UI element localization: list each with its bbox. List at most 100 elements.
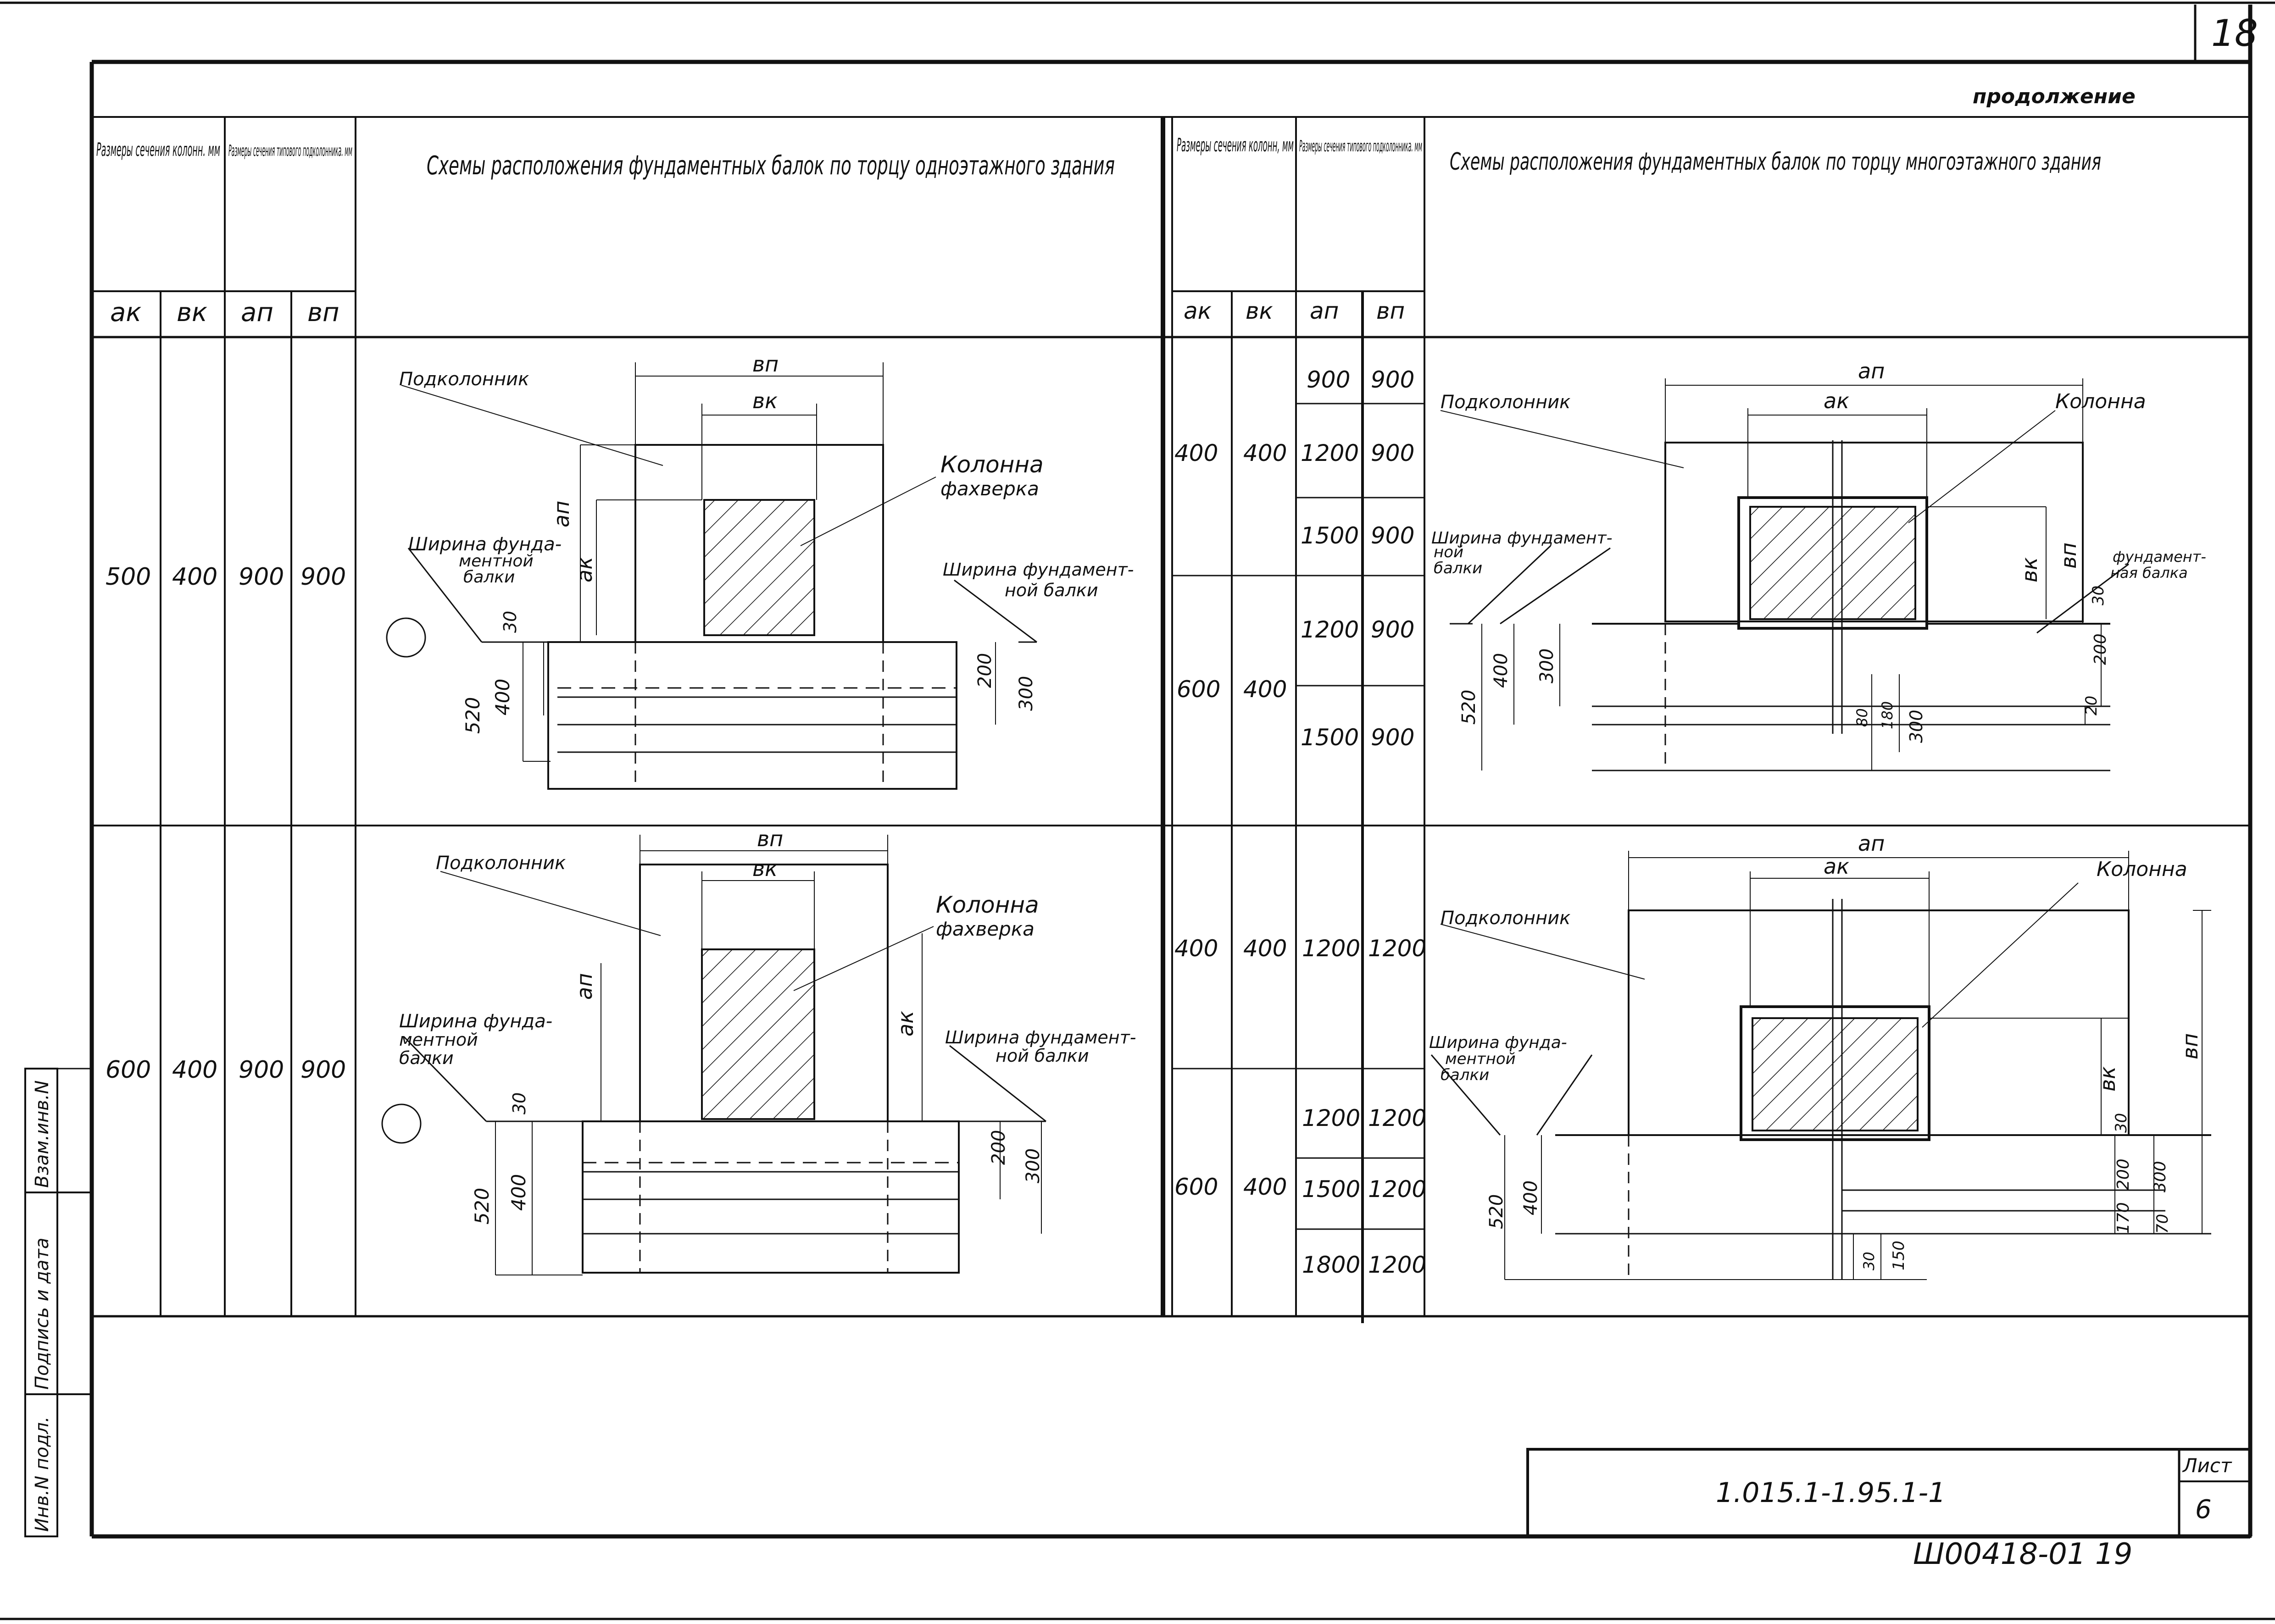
right-col-an: ап xyxy=(1310,298,1339,324)
podkolonnik-label: Подколонник xyxy=(1441,908,1570,929)
width-beam-label-b: ной xyxy=(1434,543,1463,561)
continuation-label: продолжение xyxy=(1973,85,2136,108)
fund-beam-label-b: ная балка xyxy=(2110,564,2188,582)
left-row1-bn: 900 xyxy=(300,563,346,591)
fakhverka-label: фахверка xyxy=(936,918,1035,940)
width-beam-label-a: Ширина фундамент- xyxy=(1431,529,1613,548)
column xyxy=(1752,1017,1919,1131)
side-stamp: Инв.N подл. Подпись и дата Взам.инв.N xyxy=(24,1068,92,1537)
right-col-ak: ак xyxy=(1184,298,1212,324)
stamp-vzam-inv: Взам.инв.N xyxy=(32,1081,53,1188)
kolonna-label: Колонна xyxy=(2055,390,2146,413)
dim-70: 70 xyxy=(2153,1214,2172,1234)
right-g3-ak: 400 xyxy=(1174,935,1218,962)
sheet-label: Лист xyxy=(2182,1454,2232,1477)
right-g1-r1-bn: 900 xyxy=(1371,366,1414,393)
dim-400: 400 xyxy=(1520,1181,1541,1215)
dim-30: 30 xyxy=(509,1092,529,1114)
dim-300: 300 xyxy=(1536,648,1557,683)
page-number: 18 xyxy=(2211,12,2258,55)
dim-30b: 30 xyxy=(1860,1252,1878,1270)
beam-band xyxy=(582,1120,960,1274)
column xyxy=(701,948,815,1120)
dim-80: 80 xyxy=(1853,708,1871,727)
dim-bk: вк xyxy=(752,856,778,881)
title-block: 1.015.1-1.95.1-1 Лист 6 xyxy=(1526,1448,2252,1538)
dim-20: 20 xyxy=(2082,696,2101,715)
dim-ak: ак xyxy=(1824,388,1849,413)
dim-300: 300 xyxy=(1023,1148,1044,1183)
right-g1-r3-an: 1500 xyxy=(1301,522,1359,549)
width-beam-label-a: Ширина фунда- xyxy=(408,534,562,555)
right-g4-r3-bn: 1200 xyxy=(1368,1252,1426,1278)
right-g3-r1-bn: 1200 xyxy=(1368,935,1426,962)
width-beam-label-b: ментной xyxy=(399,1030,478,1050)
kolonna-label: Колонна xyxy=(936,892,1039,918)
sheet-number: 6 xyxy=(2195,1495,2212,1524)
right-g4-ak: 600 xyxy=(1174,1174,1218,1200)
left-col-ak: ак xyxy=(110,298,141,327)
dim-300: 300 xyxy=(2151,1161,2169,1192)
left-col-an: ап xyxy=(241,298,273,327)
left-row2-bn: 900 xyxy=(300,1056,346,1084)
width-beam-label-c: балки xyxy=(463,568,515,587)
dim-an: ап xyxy=(549,501,574,527)
width-beam-label-c: балки xyxy=(1434,559,1482,577)
right-g1-r2-bn: 900 xyxy=(1371,440,1414,466)
right-g1-bk: 400 xyxy=(1243,440,1287,466)
right-g2-r1-bn: 900 xyxy=(1371,616,1414,643)
width-beam-label-d: Ширина фундамент- xyxy=(943,560,1134,580)
right-table-rows: 400 400 900 900 1200 900 1500 900 600 40… xyxy=(1174,366,1426,1278)
dim-ak: ак xyxy=(572,557,597,582)
width-beam-label-b: ментной xyxy=(1445,1050,1516,1068)
left-col-bk: вк xyxy=(177,298,207,327)
right-g3-r1-an: 1200 xyxy=(1302,935,1360,962)
dim-170: 170 xyxy=(2114,1202,2133,1234)
right-header-schemes-title: Схемы расположения фундаментных балок по… xyxy=(1450,148,2101,176)
document-code: 1.015.1-1.95.1-1 xyxy=(1716,1477,1946,1509)
dim-30: 30 xyxy=(2089,586,2108,605)
column xyxy=(703,499,815,636)
dim-bn: вп xyxy=(757,826,783,851)
width-beam-label-a: Ширина фунда- xyxy=(1429,1033,1567,1052)
dim-bn: вп xyxy=(2056,543,2081,569)
right-g4-bk: 400 xyxy=(1243,1174,1287,1200)
dim-an: ап xyxy=(1858,359,1885,383)
dim-520: 520 xyxy=(1458,690,1480,725)
archive-number: Ш00418-01 19 xyxy=(1913,1537,2132,1571)
left-row1-an: 900 xyxy=(239,563,284,591)
dim-200: 200 xyxy=(2114,1158,2133,1190)
dim-ak: ак xyxy=(1824,854,1849,879)
left-row2-an: 900 xyxy=(239,1056,284,1084)
podkolonnik-label: Подколонник xyxy=(399,369,529,390)
left-row2-ak: 600 xyxy=(106,1056,151,1084)
right-g2-r2-bn: 900 xyxy=(1371,724,1414,751)
width-beam-label-e: ной балки xyxy=(996,1046,1089,1066)
dim-200: 200 xyxy=(974,653,996,688)
dim-520: 520 xyxy=(1486,1194,1507,1229)
left-scheme-2: Подколонник Колонна фахверка Ширина фунд… xyxy=(381,826,1136,1275)
right-header-pedestal-size: Размеры сечения типового подколонника. м… xyxy=(1299,137,1422,155)
right-g4-r2-bn: 1200 xyxy=(1368,1176,1426,1203)
width-beam-label-c: балки xyxy=(399,1048,454,1068)
dim-an: ап xyxy=(1858,831,1885,856)
right-scheme-1: Подколонник Колонна Ширина фундамент- но… xyxy=(1431,359,2206,771)
right-col-bk: вк xyxy=(1246,298,1273,324)
width-beam-label-a: Ширина фунда- xyxy=(399,1011,552,1032)
right-g2-r2-an: 1500 xyxy=(1301,724,1359,751)
width-beam-label-c: балки xyxy=(1441,1066,1489,1084)
right-g2-r1-an: 1200 xyxy=(1301,616,1359,643)
width-beam-label-d: Ширина фундамент- xyxy=(945,1027,1136,1048)
dim-bk: вк xyxy=(2017,557,2042,582)
right-g4-r2-an: 1500 xyxy=(1302,1176,1360,1203)
dim-200: 200 xyxy=(988,1130,1009,1165)
right-g1-r2-an: 1200 xyxy=(1301,440,1359,466)
width-beam-label-b: ментной xyxy=(459,552,534,571)
right-g1-r3-bn: 900 xyxy=(1371,522,1414,549)
dim-400: 400 xyxy=(1491,653,1512,688)
stamp-inv-podl: Инв.N подл. xyxy=(32,1416,53,1532)
width-beam-label-e: ной балки xyxy=(1005,580,1098,600)
left-row1-bk: 400 xyxy=(172,563,217,591)
stamp-signature-date: Подпись и дата xyxy=(32,1238,53,1390)
